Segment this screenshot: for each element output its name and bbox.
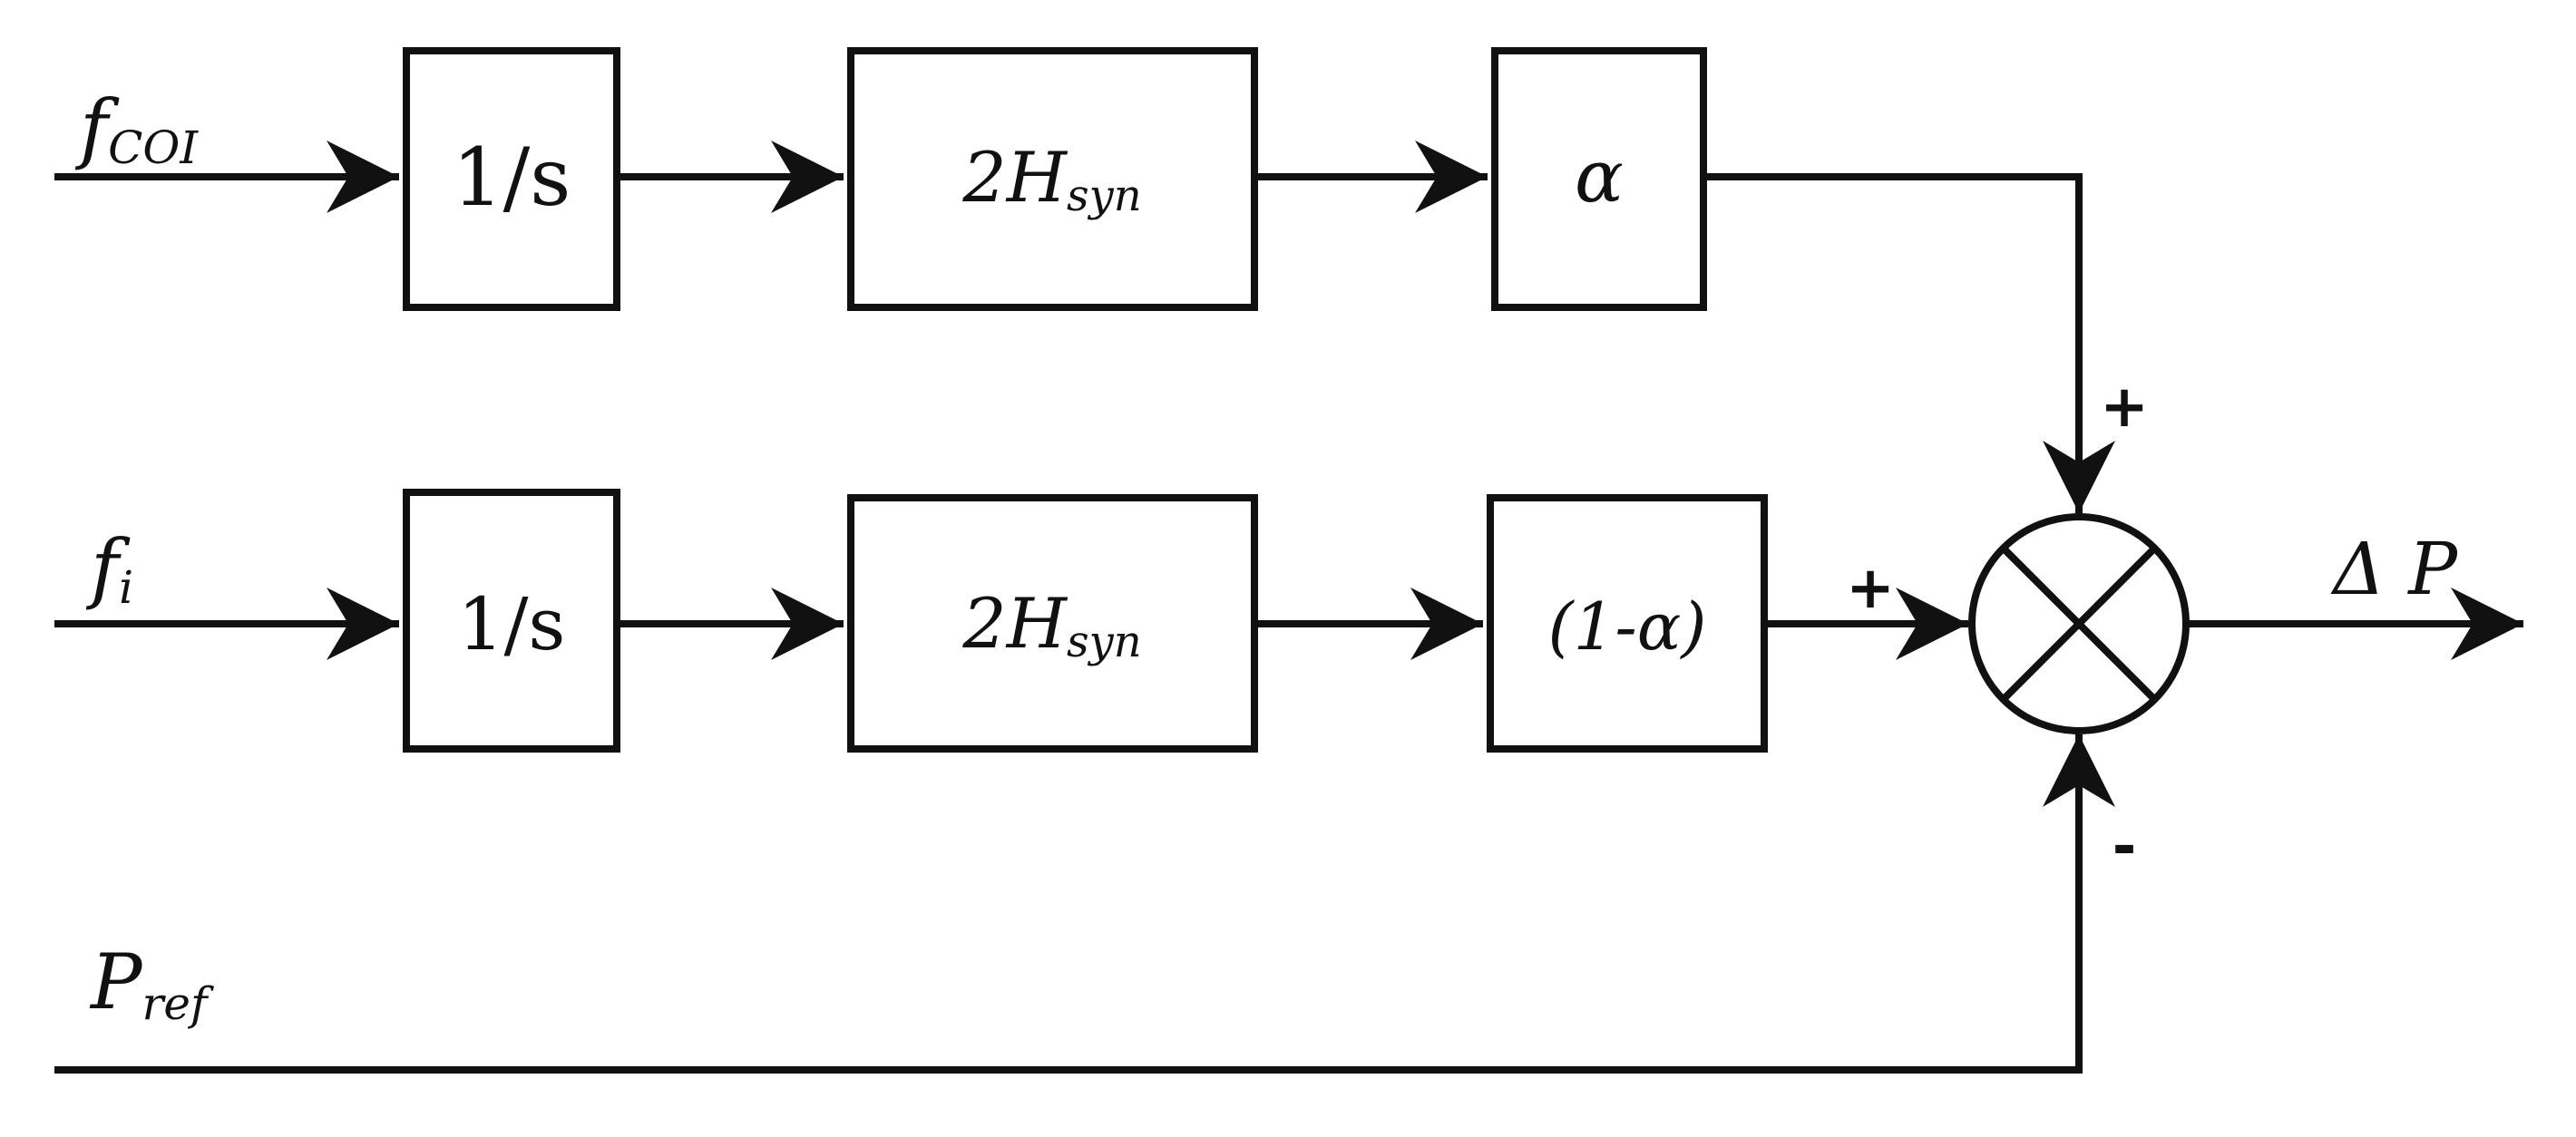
top-gain-block [1491,47,1707,311]
f-i-label: fi [85,523,133,614]
middle-inertia-block [847,494,1258,753]
middle-inertia-label: 2Hsyn [961,583,1141,667]
middle-inertia-base: 2H [961,583,1068,664]
sign-bottom: - [2113,813,2137,880]
p-ref-base: P [89,938,143,1026]
top-inertia-label: 2Hsyn [961,137,1141,221]
top-inertia-base: 2H [961,137,1068,218]
f-coi-label: fCOI [74,83,199,174]
p-ref-sub: ref [142,977,214,1030]
top-integrator-label: 1/s [453,131,571,224]
f-i-sub: i [119,561,133,614]
summing-cross-2 [2001,546,2157,702]
top-inertia-sub: syn [1067,170,1142,221]
p-ref-label: Pref [89,938,214,1030]
middle-gain-block [1487,494,1768,753]
pref-feedback-path [54,734,2115,1074]
top-output-path [1703,173,2115,513]
output-label: Δ P [2330,527,2458,611]
sign-left: + [1846,555,1895,622]
f-coi-sub: COI [108,121,199,174]
middle-integrator-label: 1/s [458,582,566,666]
middle-inertia-sub: syn [1067,617,1142,667]
middle-integrator-block [403,489,620,753]
middle-gain-label: (1-α) [1548,588,1707,665]
top-gain-label: α [1575,134,1624,219]
sign-top: + [2100,374,2149,441]
top-inertia-block [847,47,1258,311]
